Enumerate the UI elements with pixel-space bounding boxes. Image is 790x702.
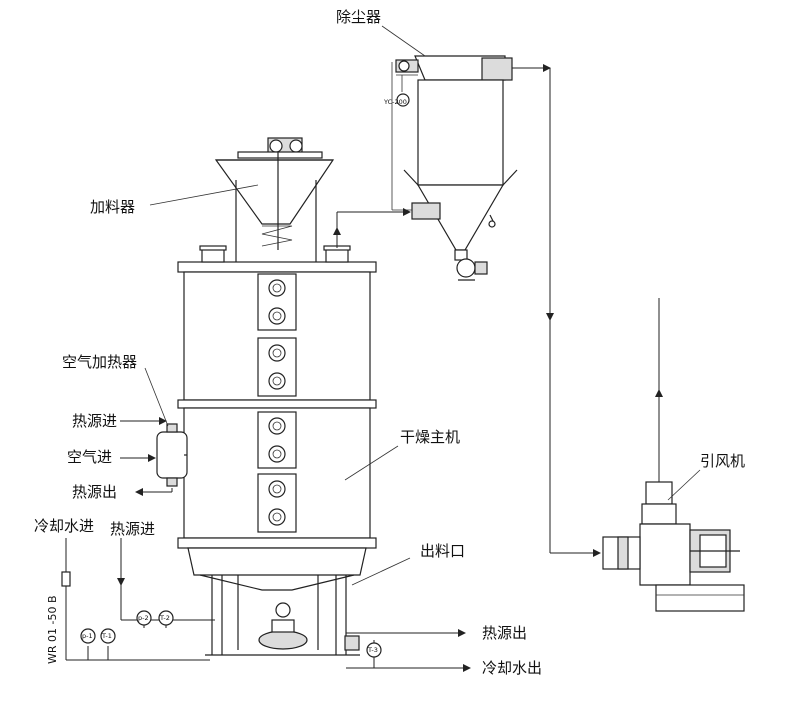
cooling-water-out-label: 冷却水出 — [482, 659, 542, 677]
instrument-p1 — [80, 628, 96, 644]
feeder — [214, 137, 335, 265]
cooling-water-in-label: 冷却水进 — [34, 517, 94, 535]
leader-lines — [144, 25, 701, 586]
instrument-t2 — [158, 610, 174, 626]
instrument-label-t2: T-2 — [159, 614, 170, 622]
instruments — [80, 610, 382, 658]
air-heater — [156, 423, 188, 487]
model-label: WR 01 -50 B — [46, 595, 59, 664]
main-dryer-label: 干燥主机 — [400, 428, 460, 446]
heat-source-out-label: 热源出 — [72, 483, 117, 501]
heat-source-in-label: 热源进 — [72, 412, 117, 430]
instrument-yc — [396, 93, 410, 107]
heat-source-out-bottom-label: 热源出 — [482, 624, 527, 642]
discharge-port-label: 出料口 — [420, 542, 465, 560]
feeder-label: 加料器 — [90, 198, 135, 216]
instrument-p2 — [136, 610, 152, 626]
heat-source-in-bottom-label: 热源进 — [110, 520, 155, 538]
instrument-t1 — [100, 628, 116, 644]
instrument-t3 — [366, 642, 382, 658]
instrument-label-t1: T-1 — [101, 632, 112, 640]
induced-fan — [602, 481, 745, 612]
flow-lines — [61, 64, 663, 672]
dust-collector — [391, 55, 518, 281]
air-heater-label: 空气加热器 — [62, 353, 137, 371]
inspection-ports — [257, 273, 297, 533]
main-dryer — [177, 245, 377, 656]
instrument-label-t3: T-3 — [367, 646, 378, 654]
air-in-label: 空气进 — [67, 448, 112, 466]
dust-collector-label: 除尘器 — [336, 8, 381, 26]
instrument-label-p2: p-2 — [138, 614, 149, 622]
yc-instrument-label: YC-200 — [383, 98, 407, 106]
induced-fan-label: 引风机 — [700, 452, 745, 470]
instrument-label-p1: p-1 — [82, 632, 93, 640]
